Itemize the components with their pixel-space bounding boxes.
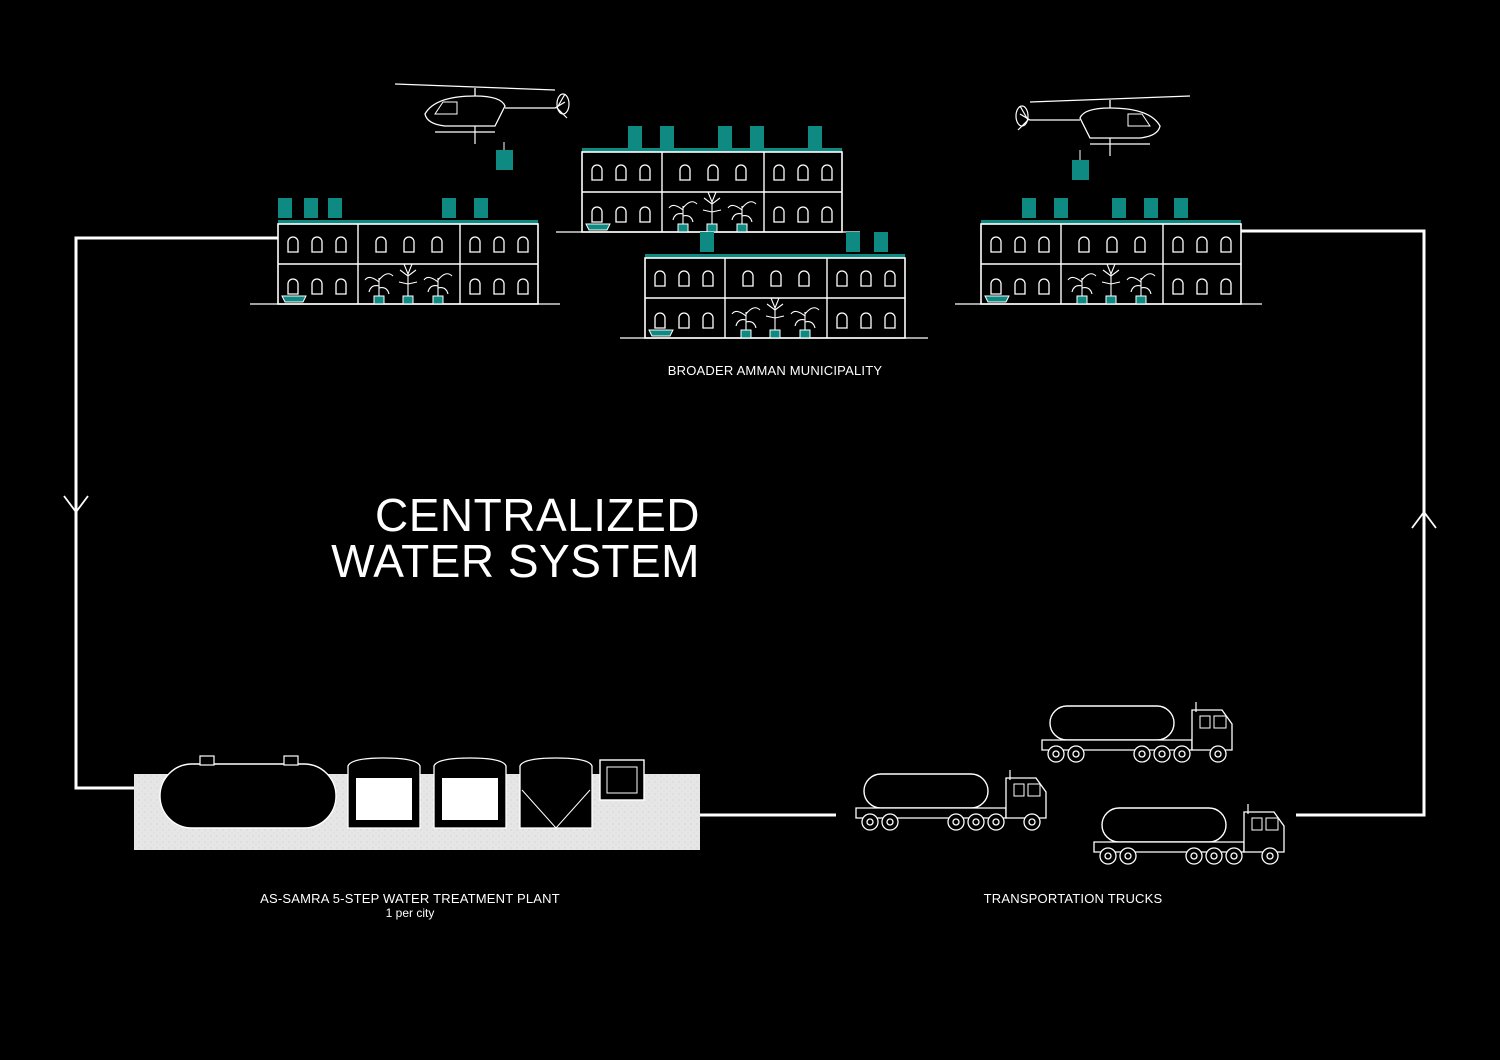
flow-arrow-up-icon [1411,510,1437,529]
helicopter-right-icon [1015,95,1191,180]
trucks-label: TRANSPORTATION TRUCKS [983,891,1163,906]
plant-sublabel: 1 per city [385,906,435,920]
treatment-plant [134,755,700,850]
truck-right-icon [1093,803,1285,865]
flow-arrow-down-icon [63,495,89,514]
building-left [250,198,560,305]
title-line-2: WATER SYSTEM [331,535,700,587]
title-line-1: CENTRALIZED [375,489,700,541]
truck-left-icon [855,769,1047,831]
plant-label: AS-SAMRA 5-STEP WATER TREATMENT PLANT [260,891,560,906]
municipality-label: BROADER AMMAN MUNICIPALITY [667,363,883,378]
helicopter-left-icon [394,83,570,170]
building-top-center [556,126,860,233]
diagram-title: CENTRALIZED WATER SYSTEM [250,492,700,584]
building-right [955,198,1262,305]
truck-top-icon [1041,701,1233,763]
building-bottom-center [620,232,928,339]
